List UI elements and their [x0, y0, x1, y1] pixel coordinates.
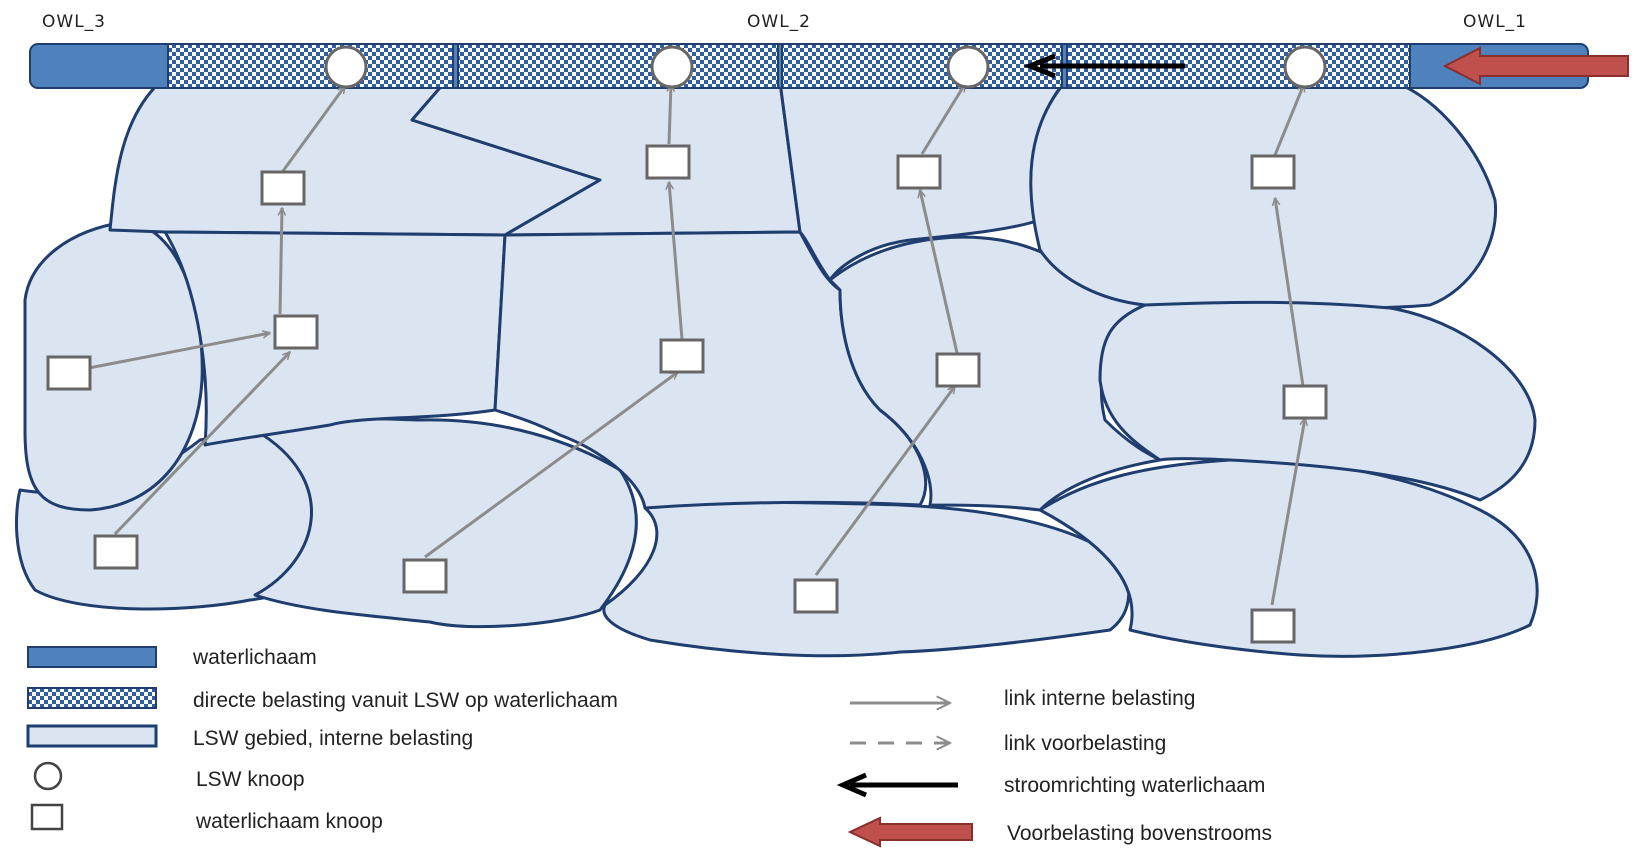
link [424, 370, 678, 559]
region-bottom-center-left [253, 416, 638, 629]
direct-load-segment-3 [781, 43, 1063, 89]
link [280, 208, 282, 315]
legend-preload-link-label: link voorbelasting [1004, 732, 1166, 755]
waterbody-node [260, 170, 306, 206]
legend-direct-load-label: directe belasting vanuit LSW op waterlic… [193, 689, 618, 712]
lsw-nodes [324, 45, 1327, 89]
link [920, 84, 967, 155]
owl-3-label: OWL_3 [42, 12, 106, 32]
waterbody-node [1282, 384, 1328, 420]
waterbody-node [46, 355, 92, 391]
link [669, 182, 684, 340]
waterbody-node [273, 314, 319, 350]
link [1270, 418, 1305, 606]
waterbody-node [896, 154, 942, 190]
legend-waterbody-node-symbol [30, 803, 64, 831]
lsw-node [650, 45, 694, 89]
legend-flow-direction-label: stroomrichting waterlichaam [1004, 774, 1265, 797]
region-left [23, 220, 204, 512]
waterbody-node [93, 534, 139, 570]
link [920, 190, 959, 354]
legend-lsw-node-label: LSW knoop [196, 768, 305, 791]
lsw-node [1283, 45, 1327, 89]
link [1275, 198, 1305, 387]
upstream-load-arrow [1442, 46, 1629, 86]
region-bottom-center-right [602, 500, 1131, 658]
legend: waterlichaam directe belasting vanuit LS… [26, 646, 1272, 848]
waterbody-bar [29, 43, 1589, 89]
region-top-right [1029, 80, 1498, 310]
link [814, 386, 957, 576]
legend-lsw-area-label: LSW gebied, interne belasting [193, 727, 473, 750]
owl-2-label: OWL_2 [747, 12, 811, 32]
region-mid-left [163, 230, 507, 447]
owl-1-label: OWL_1 [1463, 12, 1527, 32]
legend-lsw-node-symbol [33, 761, 63, 791]
internal-load-links [67, 84, 1306, 606]
link [1273, 84, 1306, 156]
legend-waterbody-swatch [27, 646, 157, 668]
direct-load-segment-2 [457, 43, 779, 89]
legend-internal-link-label: link interne belasting [1004, 687, 1195, 710]
link [281, 86, 347, 172]
waterbody-nodes [46, 144, 1328, 644]
lsw-regions [14, 80, 1539, 658]
legend-upstream-load-symbol [847, 816, 973, 848]
waterbody-node [402, 558, 448, 594]
waterbody-node [793, 578, 839, 614]
waterbody-node [659, 338, 705, 374]
waterbody-node [1250, 608, 1296, 644]
legend-flow-direction-symbol [836, 772, 958, 798]
link [67, 333, 270, 374]
flow-direction-arrow [1023, 53, 1185, 79]
legend-upstream-load-label: Voorbelasting bovenstrooms [1007, 822, 1272, 845]
legend-waterbody-label: waterlichaam [192, 646, 317, 669]
lsw-node [946, 45, 990, 89]
link [669, 84, 671, 145]
waterbody-node [645, 144, 691, 180]
lsw-node [324, 45, 368, 89]
waterbody-node [1250, 154, 1296, 190]
waterbody-node [935, 352, 981, 388]
legend-waterbody-node-label: waterlichaam knoop [195, 810, 383, 833]
link [113, 352, 290, 536]
legend-direct-load-swatch [27, 687, 157, 709]
legend-lsw-area-swatch [26, 724, 158, 748]
direct-load-segment-1 [167, 43, 454, 89]
